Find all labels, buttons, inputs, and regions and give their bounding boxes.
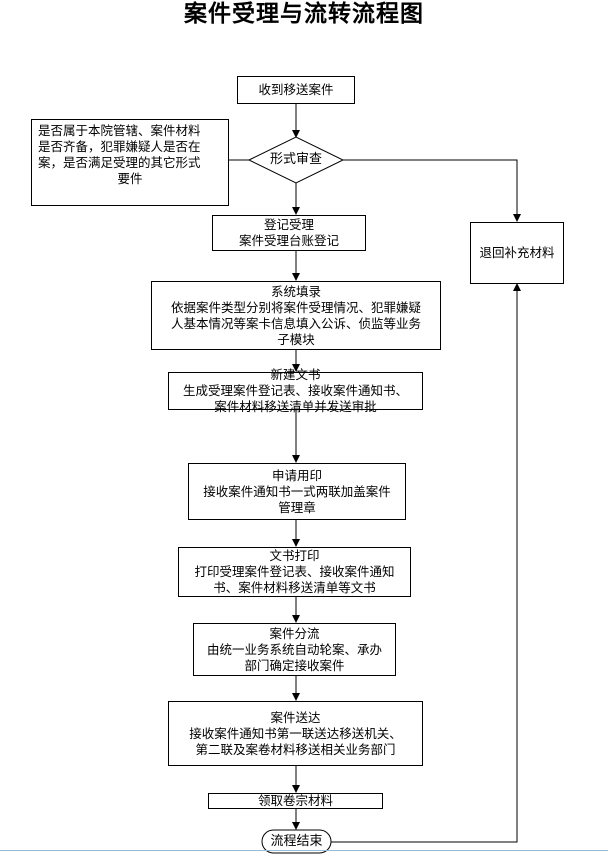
print-documents-title: 文书打印 <box>269 548 320 563</box>
receive-case-box: 收到移送案件 <box>237 76 355 104</box>
note-line: 是否属于本院管辖、案件材料 <box>38 123 201 138</box>
case-deliver-title: 案件送达 <box>270 709 321 725</box>
page-bottom-rule <box>0 850 608 851</box>
system-entry-detail: 子模块 <box>277 331 315 347</box>
new-document-box: 新建文书 生成受理案件登记表、接收案件通知书、 案件材料移送清单并发送审批 <box>168 367 423 414</box>
case-deliver-box: 案件送达 接收案件通知书第一联送达移送机关、 第二联及案卷材料移送相关业务部门 <box>168 701 423 766</box>
new-document-detail: 生成受理案件登记表、接收案件通知书、 <box>182 383 408 398</box>
print-documents-detail: 书、案件材料移送清单等文书 <box>213 580 376 595</box>
register-detail: 案件受理台账登记 <box>238 233 339 248</box>
print-documents-detail: 打印受理案件登记表、接收案件通知 <box>194 564 395 579</box>
case-divert-detail: 由统一业务系统自动轮案、承办 <box>206 641 382 657</box>
case-divert-title: 案件分流 <box>269 625 320 641</box>
system-entry-box: 系统填录 依据案件类型分别将案件受理情况、犯罪嫌疑 人基本情况等案卡信息填入公诉… <box>151 281 441 350</box>
diagram-title: 案件受理与流转流程图 <box>184 0 424 27</box>
review-diamond <box>247 136 345 184</box>
arrow-review-to-return <box>343 159 521 222</box>
system-entry-detail: 人基本情况等案卡信息填入公诉、侦监等业务 <box>170 315 421 331</box>
collect-files-box: 领取卷宗材料 <box>208 793 383 809</box>
review-decision-label: 形式审查 <box>269 152 322 167</box>
collect-files-label: 领取卷宗材料 <box>257 793 333 808</box>
case-deliver-detail: 接收案件通知书第一联送达移送机关、 <box>189 725 402 741</box>
note-line: 要件 <box>117 171 143 186</box>
return-materials-label: 退回补充材料 <box>479 245 555 260</box>
end-terminator-label: 流程结束 <box>270 834 323 849</box>
end-terminator <box>261 829 332 854</box>
review-criteria-note: 是否属于本院管辖、案件材料 是否齐备，犯罪嫌疑人是否在 案，是否满足受理的其它形… <box>31 119 229 206</box>
note-line: 案，是否满足受理的其它形式 <box>38 155 201 170</box>
new-document-title: 新建文书 <box>270 367 321 382</box>
apply-seal-detail: 接收案件通知书一式两联加盖案件 <box>203 483 391 499</box>
new-document-detail: 案件材料移送清单并发送审批 <box>214 399 377 414</box>
arrow-end-to-return <box>331 283 521 843</box>
register-title: 登记受理 <box>263 217 314 232</box>
apply-seal-detail: 管理章 <box>278 499 316 515</box>
case-divert-box: 案件分流 由统一业务系统自动轮案、承办 部门确定接收案件 <box>193 623 396 676</box>
apply-seal-box: 申请用印 接收案件通知书一式两联加盖案件 管理章 <box>188 463 406 520</box>
system-entry-title: 系统填录 <box>270 283 321 299</box>
register-box: 登记受理 案件受理台账登记 <box>212 215 366 251</box>
case-deliver-detail: 第二联及案卷材料移送相关业务部门 <box>195 741 396 757</box>
apply-seal-title: 申请用印 <box>271 467 322 483</box>
receive-case-label: 收到移送案件 <box>258 82 334 97</box>
return-materials-box: 退回补充材料 <box>470 222 564 284</box>
note-line: 是否齐备，犯罪嫌疑人是否在 <box>38 139 201 154</box>
case-divert-detail: 部门确定接收案件 <box>244 657 345 673</box>
system-entry-detail: 依据案件类型分别将案件受理情况、犯罪嫌疑 <box>170 299 421 315</box>
print-documents-box: 文书打印 打印受理案件登记表、接收案件通知 书、案件材料移送清单等文书 <box>178 547 411 597</box>
